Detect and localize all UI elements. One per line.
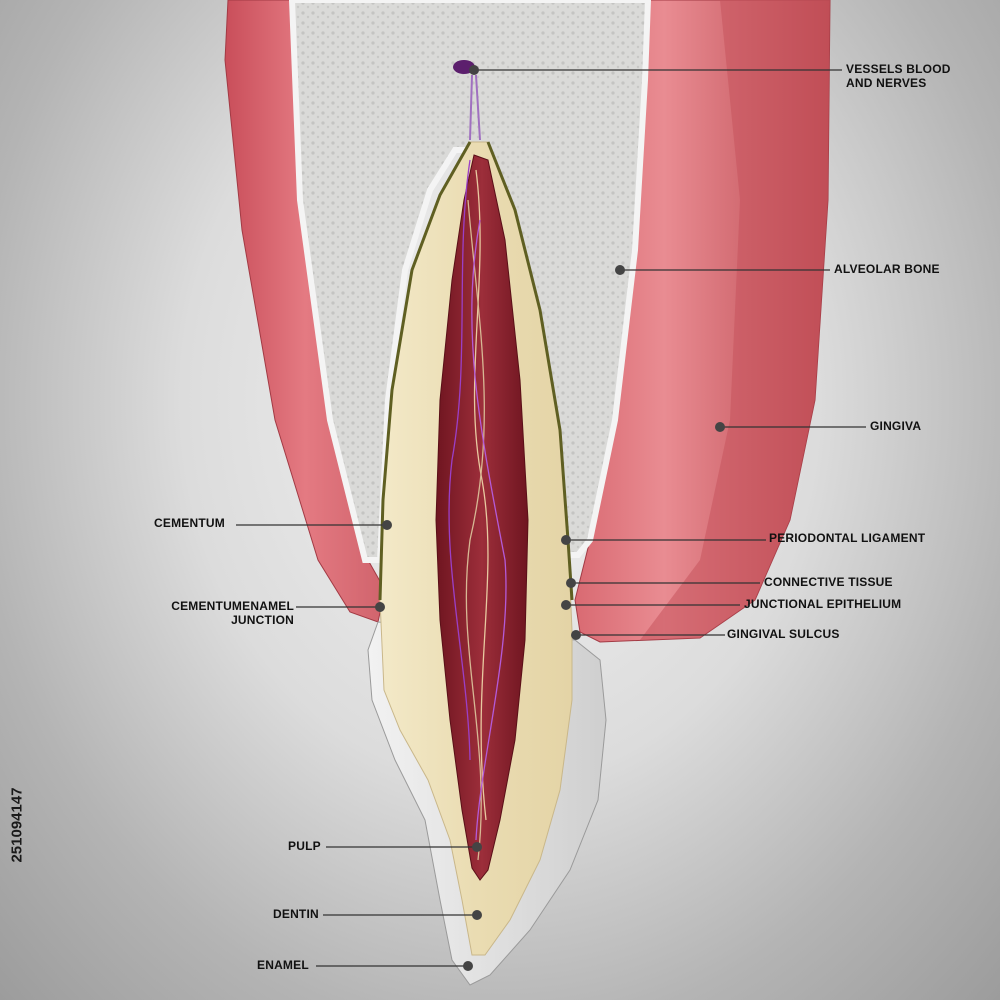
leader-dots [375, 65, 725, 971]
label-gingival-sulcus: GINGIVAL SULCUS [727, 627, 840, 641]
label-pulp: PULP [288, 839, 321, 853]
pulp-chamber [435, 154, 529, 881]
label-gingiva: GINGIVA [870, 419, 922, 433]
right-gingiva-surface [640, 0, 830, 640]
stock-id-text: 251094147 [8, 787, 26, 863]
label-alveolar-bone: ALVEOLAR BONE [834, 262, 940, 276]
label-junctional-epithelium: JUNCTIONAL EPITHELIUM [744, 597, 902, 611]
label-cej: CEMENTUMENAMEL JUNCTION [160, 599, 294, 627]
label-vessels: VESSELS BLOOD AND NERVES [846, 62, 951, 90]
label-cej-line1: CEMENTUMENAMEL [171, 599, 294, 613]
pulp-nerve-strands [448, 159, 507, 861]
label-vessels-line1: VESSELS BLOOD [846, 62, 951, 76]
stock-id: 251094147 [4, 770, 30, 880]
cementum-layer-left [378, 141, 472, 601]
leader-lines [236, 69, 866, 967]
label-connective-tissue: CONNECTIVE TISSUE [764, 575, 893, 589]
label-cej-line2: JUNCTION [231, 613, 294, 627]
label-cementum: CEMENTUM [154, 516, 225, 530]
label-vessels-line2: AND NERVES [846, 76, 927, 90]
cementum-layer-right [486, 141, 574, 601]
label-dentin: DENTIN [273, 907, 319, 921]
label-enamel: ENAMEL [257, 958, 309, 972]
label-periodontal-ligament: PERIODONTAL LIGAMENT [769, 531, 926, 545]
apical-vessel [469, 74, 481, 141]
